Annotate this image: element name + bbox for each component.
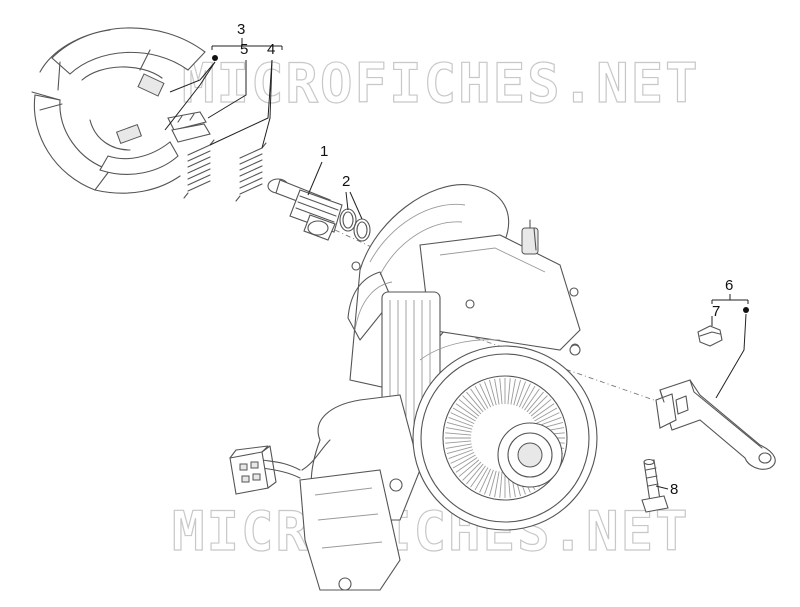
callout-3: 3 [237,21,245,38]
flywheel-fin [494,378,500,405]
bolt-part-8 [641,458,669,513]
flywheel-fin [448,417,474,427]
callout-6: 6 [725,277,733,294]
kit-marker-dot [212,55,218,61]
flywheel-fin [474,385,489,409]
axis-line-lever [429,321,741,431]
callout-2: 2 [342,173,350,190]
flywheel-fin [452,407,476,422]
flywheel-fin [479,383,492,408]
flywheel-fin [458,399,480,417]
callout-4-group: 4 [209,41,275,149]
flywheel-fin [526,391,544,413]
brake-shoes [31,27,206,194]
flywheel-fin [528,395,548,415]
nut-part-7 [697,325,723,347]
engine-assembly [261,184,598,591]
flywheel-fin [462,461,482,481]
flywheel-fin [499,378,503,405]
callout-7: 7 [712,303,720,320]
flywheel-fin [445,440,472,444]
callout-6-kit: 6 [711,277,749,399]
flywheel-fin [446,446,473,454]
callout-4: 4 [267,41,275,58]
clip-part-5 [167,111,211,143]
flywheel-fin [448,449,474,459]
callout-7-group: 7 [712,303,720,320]
callout-1-group: 1 [307,143,328,196]
spring-part-4-left [183,139,215,199]
flywheel-fin [489,379,497,406]
flywheel-fin [458,459,480,477]
flywheel-fin [494,471,500,498]
flywheel-fin [455,457,478,473]
watermark-top: MICROFICHES.NET [182,52,700,115]
flywheel-fin [530,399,552,417]
flywheel-fin [507,378,511,405]
flywheel-fin [445,432,472,436]
flywheel-fin [484,469,494,495]
shaft-part-1 [267,178,343,241]
wire-connector [229,445,277,495]
flywheel-fin [521,385,536,409]
callout-5-group: 5 [207,41,248,119]
flywheel-fin [450,412,475,425]
flywheel-fin [516,381,526,407]
flywheel-fin [479,468,492,493]
flywheel-fin [489,470,497,497]
flywheel-fin [499,471,503,498]
flywheel-fin [445,443,472,449]
flywheel-fin [455,403,478,419]
callout-1: 1 [320,143,328,160]
flywheel-fin [446,422,473,430]
callout-8: 8 [670,481,678,498]
flywheel-fin [466,391,484,413]
spring-part-4-right [235,142,267,202]
flywheel-fin [445,427,472,433]
callout-3-kit: 3 [164,21,283,131]
kit-marker-dot-6 [743,307,749,313]
o-rings-part-2 [339,208,371,242]
flywheel-fin [524,388,540,411]
watermark-bottom: MICROFICHES.NET [172,500,690,563]
flywheel-fin [535,412,560,425]
flywheel-fin [518,383,531,408]
callout-8-group: 8 [655,481,678,498]
flywheel-fin [484,381,494,407]
flywheel-fin [474,467,489,491]
flywheel-fin [470,465,486,488]
flywheel-fin [466,463,484,485]
lever-part-6 [655,379,776,470]
flywheel-fin [470,388,486,411]
flywheel-fin [534,407,558,422]
flywheel-fin [510,378,516,405]
flywheel-fin [513,379,521,406]
flywheel-fin [450,451,475,464]
flywheel-fin [462,395,482,415]
flywheel-fin [532,403,555,419]
callout-5: 5 [240,41,248,58]
callout-2-group: 2 [342,173,363,220]
flywheel-fin [452,454,476,469]
